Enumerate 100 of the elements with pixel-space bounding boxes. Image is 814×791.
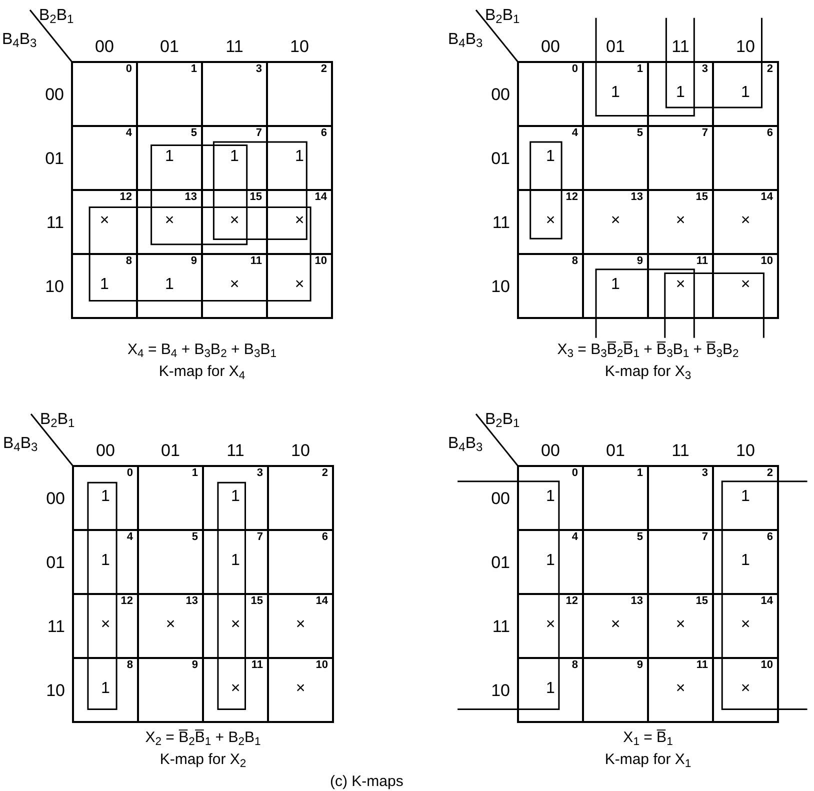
kmap-cell <box>73 530 138 594</box>
kmap-cell <box>73 594 138 658</box>
kmap-cell <box>73 466 138 530</box>
cell-index: 8 <box>572 256 578 267</box>
cell-index: 13 <box>186 596 198 607</box>
cell-index: 6 <box>766 128 773 139</box>
kmap-cell <box>268 594 333 658</box>
boolean-equation: X$_{1}$ = B̅$_{1}$ <box>623 730 673 745</box>
cell-value: × <box>296 617 306 633</box>
kmap-cell <box>268 530 333 594</box>
kmap-cell <box>518 466 583 530</box>
row-variable-label: B$_{4}$B$_{3}$ <box>448 31 483 48</box>
cell-index: 9 <box>636 660 643 671</box>
kmap-cell <box>267 254 332 318</box>
cell-value: 1 <box>295 149 304 165</box>
row-header: 11 <box>492 618 510 634</box>
row-header: 00 <box>491 490 510 506</box>
kmap-cell <box>648 126 713 190</box>
cell-index: 4 <box>572 532 578 543</box>
cell-value: × <box>740 617 750 633</box>
kmap-cell <box>648 254 713 318</box>
column-header: 00 <box>541 442 560 459</box>
boolean-equation: X$_{2}$ = B̅$_{2}$B̅$_{1}$ + B$_{2}$B$_{1}$ <box>145 730 261 745</box>
cell-index: 7 <box>256 532 263 543</box>
row-header: 01 <box>45 150 64 166</box>
kmap-cell <box>583 466 648 530</box>
column-header: 11 <box>226 442 244 459</box>
cell-index: 5 <box>636 532 643 543</box>
kmap-cell <box>137 254 202 318</box>
kmap-cell <box>138 466 203 530</box>
cell-index: 10 <box>760 660 773 671</box>
kmap-cell <box>267 190 332 254</box>
column-header: 10 <box>736 38 755 55</box>
kmap-cell <box>713 594 778 658</box>
cell-index: 9 <box>192 660 198 671</box>
cell-index: 2 <box>766 468 773 479</box>
row-header: 00 <box>46 490 65 506</box>
cell-value: × <box>740 277 750 293</box>
column-variable-label: B$_{2}$B$_{1}$ <box>485 7 520 24</box>
cell-index: 12 <box>566 192 578 203</box>
cell-index: 15 <box>250 192 262 203</box>
cell-value: 1 <box>165 277 174 293</box>
kmap-cell <box>713 190 778 254</box>
cell-index: 9 <box>636 256 643 267</box>
row-header: 10 <box>46 682 65 698</box>
figure-caption: (c) K-maps <box>330 773 404 790</box>
cell-index: 8 <box>126 256 132 267</box>
kmap-cell <box>203 466 268 530</box>
column-header: 11 <box>672 442 690 459</box>
kmap-cell <box>518 126 583 190</box>
cell-index: 11 <box>250 256 262 267</box>
cell-index: 7 <box>702 532 708 543</box>
column-header: 00 <box>541 38 560 55</box>
cell-value: 1 <box>165 149 174 165</box>
cell-index: 2 <box>322 468 328 479</box>
kmap-cell <box>202 62 267 126</box>
row-header: 10 <box>491 682 510 698</box>
column-header: 11 <box>672 38 690 55</box>
cell-index: 0 <box>572 468 578 479</box>
kmap-cell <box>518 530 583 594</box>
cell-index: 7 <box>256 128 262 139</box>
kmap-cell <box>648 658 713 722</box>
cell-index: 8 <box>572 660 578 671</box>
column-header: 10 <box>290 38 309 55</box>
kmap-cell <box>73 658 138 722</box>
cell-value: × <box>166 617 176 633</box>
cell-index: 2 <box>766 64 773 75</box>
row-header: 10 <box>45 278 64 294</box>
kmap-cell <box>648 466 713 530</box>
cell-index: 4 <box>572 128 578 139</box>
kmap-cell <box>518 594 583 658</box>
cell-value: × <box>740 213 750 229</box>
row-header: 00 <box>491 86 510 102</box>
cell-value: 1 <box>100 277 109 293</box>
cell-value: × <box>230 617 240 633</box>
kmap-cell <box>648 190 713 254</box>
row-header: 11 <box>46 214 64 230</box>
kmap-cell <box>713 254 778 318</box>
cell-value: × <box>610 617 620 633</box>
cell-index: 3 <box>256 468 263 479</box>
column-header: 00 <box>96 442 115 459</box>
cell-index: 13 <box>630 596 643 607</box>
column-header: 10 <box>291 442 310 459</box>
kmap-cell <box>202 254 267 318</box>
cell-index: 12 <box>120 192 132 203</box>
kmap-cell <box>518 254 583 318</box>
cell-value: 1 <box>546 489 555 505</box>
cell-value: × <box>294 277 304 293</box>
cell-index: 1 <box>636 64 643 75</box>
cell-index: 11 <box>696 660 708 671</box>
kmap-cell <box>202 190 267 254</box>
kmap-cell <box>583 530 648 594</box>
cell-index: 7 <box>702 128 708 139</box>
cell-value: 1 <box>546 553 555 569</box>
cell-index: 4 <box>126 532 133 543</box>
cell-value: × <box>546 213 556 229</box>
column-header: 01 <box>160 38 179 55</box>
map-caption: K-map for X$_{4}$ <box>158 364 246 379</box>
cell-value: × <box>100 213 110 229</box>
cell-value: 1 <box>741 553 750 569</box>
